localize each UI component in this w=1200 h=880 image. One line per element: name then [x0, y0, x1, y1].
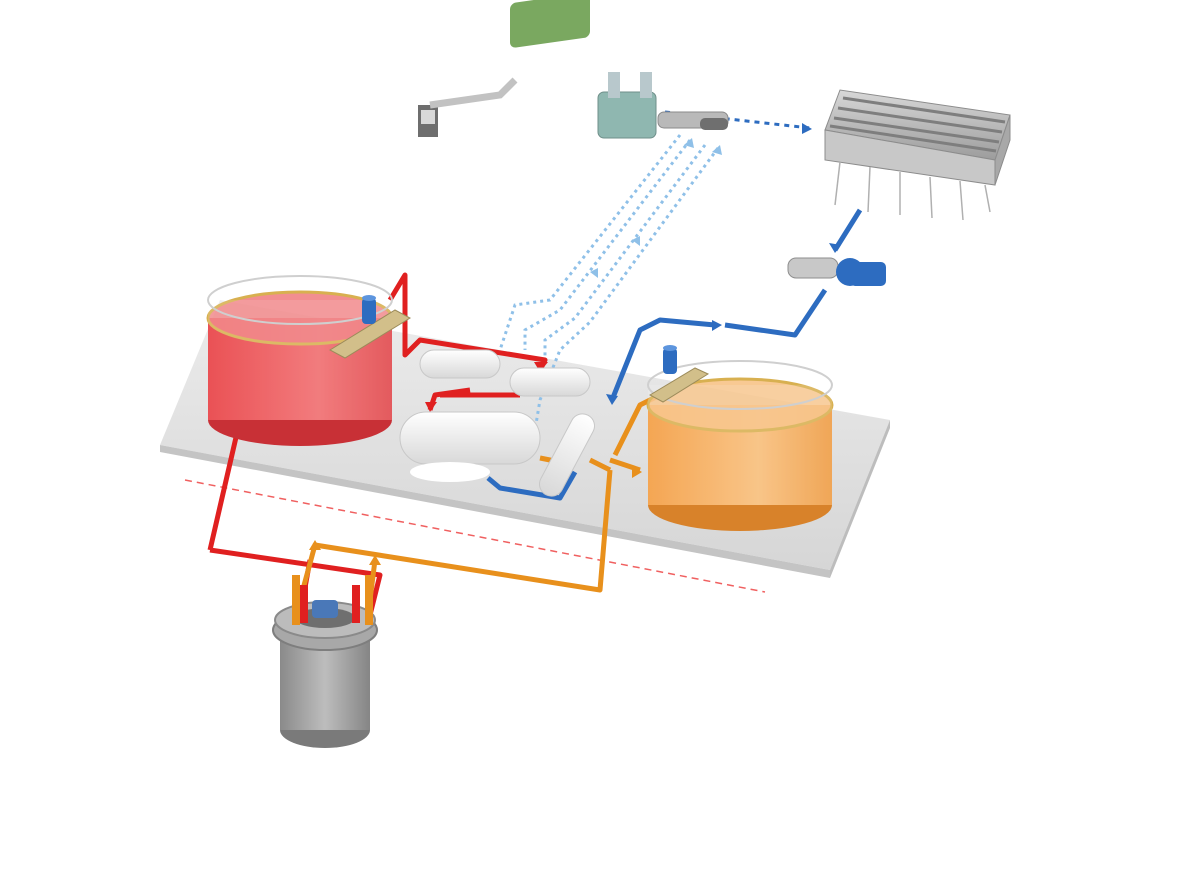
water-pipes — [486, 208, 863, 501]
feedwater-pump — [787, 257, 886, 286]
hot-salt-tank — [206, 275, 394, 446]
cold-salt-tank — [646, 360, 834, 531]
tank-pump-cold — [648, 345, 710, 403]
boundary-line — [184, 479, 766, 593]
cooling-tower — [824, 89, 1011, 221]
tank-pump-hot — [328, 295, 412, 359]
steam-pipes — [498, 134, 720, 431]
heat-exchangers — [399, 349, 595, 497]
turbine-generator — [418, 0, 729, 139]
reactor-vessel — [272, 575, 378, 748]
